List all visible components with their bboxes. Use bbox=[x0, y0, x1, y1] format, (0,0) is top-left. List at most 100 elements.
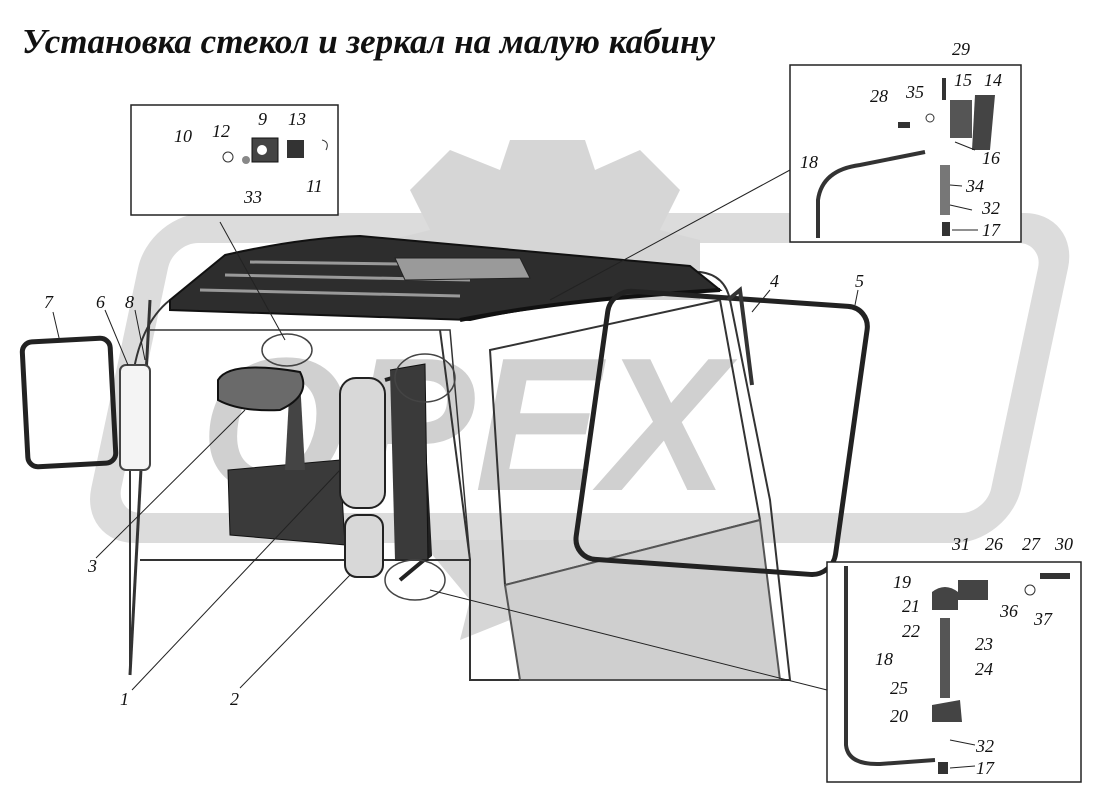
windshield-frame bbox=[150, 329, 471, 561]
side-glass bbox=[19, 335, 151, 471]
inset-top-left bbox=[130, 104, 339, 216]
inset-bottom-right bbox=[826, 561, 1082, 783]
bracket-15-part bbox=[950, 100, 972, 138]
inset-leaders bbox=[949, 141, 978, 769]
roof-rib-1 bbox=[199, 288, 461, 298]
leader-6 bbox=[104, 309, 129, 366]
label-14: 14 bbox=[984, 70, 1002, 90]
leader-4 bbox=[751, 289, 771, 313]
bracket-14-part bbox=[972, 95, 995, 150]
leader-1 bbox=[131, 469, 341, 691]
label-25: 25 bbox=[890, 678, 908, 698]
label-34: 34 bbox=[965, 176, 984, 196]
inset-top-right-frame bbox=[789, 64, 1022, 243]
clip-11-part bbox=[321, 139, 328, 151]
label-37: 37 bbox=[1033, 609, 1053, 629]
label-18-top: 18 bbox=[800, 152, 818, 172]
leader-16 bbox=[954, 141, 976, 151]
callout-circles bbox=[261, 333, 456, 601]
mirror-assembly bbox=[217, 363, 433, 582]
part-labels: 1 2 3 4 5 6 7 8 9 10 11 12 13 14 15 16 1… bbox=[44, 39, 1073, 778]
callout-circle-lower-mirror bbox=[384, 559, 446, 601]
bolt-29-part bbox=[942, 78, 946, 100]
leader-34 bbox=[949, 184, 963, 187]
cab-side-line bbox=[439, 329, 471, 561]
leader-32-top bbox=[949, 204, 973, 211]
label-1: 1 bbox=[120, 689, 129, 709]
diagram-title: Установка стекол и зеркал на малую кабин… bbox=[22, 22, 715, 61]
label-24: 24 bbox=[975, 659, 993, 679]
label-19: 19 bbox=[893, 572, 911, 592]
plate-13-part bbox=[287, 140, 304, 158]
main-mirror bbox=[339, 377, 386, 509]
label-9: 9 bbox=[258, 109, 267, 129]
washer-12-part bbox=[222, 151, 234, 163]
label-5: 5 bbox=[855, 271, 864, 291]
inset-top-right bbox=[789, 64, 1022, 243]
leader-3 bbox=[95, 409, 246, 559]
rod-24-part bbox=[940, 618, 950, 698]
label-7: 7 bbox=[44, 292, 54, 312]
door-lower-panel bbox=[503, 518, 782, 681]
label-10: 10 bbox=[174, 126, 192, 146]
label-28: 28 bbox=[870, 86, 888, 106]
label-15: 15 bbox=[954, 70, 972, 90]
leader-callout-top bbox=[219, 221, 286, 341]
leader-callout-lower bbox=[429, 589, 828, 691]
bracket-20-part bbox=[932, 700, 962, 722]
label-2: 2 bbox=[230, 689, 239, 709]
label-32-top: 32 bbox=[981, 198, 1000, 218]
leader-callout-right bbox=[549, 169, 791, 301]
label-18-lower: 18 bbox=[875, 649, 893, 669]
label-12: 12 bbox=[212, 121, 230, 141]
label-22: 22 bbox=[902, 621, 920, 641]
callout-circle-top-mirror bbox=[261, 333, 313, 367]
label-36: 36 bbox=[999, 601, 1018, 621]
hole-in-bracket-9 bbox=[257, 145, 267, 155]
label-23: 23 bbox=[975, 634, 993, 654]
cab-roof bbox=[169, 234, 723, 322]
callout-circle-mid-mirror bbox=[394, 353, 456, 403]
label-29: 29 bbox=[952, 39, 970, 59]
leader-lines bbox=[52, 169, 859, 691]
label-20: 20 bbox=[890, 706, 908, 726]
label-31: 31 bbox=[951, 534, 970, 554]
label-13: 13 bbox=[288, 109, 306, 129]
side-window-seal bbox=[19, 335, 119, 470]
leader-17-lower bbox=[949, 765, 976, 769]
side-window-glass bbox=[119, 364, 151, 471]
label-35: 35 bbox=[905, 82, 924, 102]
label-26: 26 bbox=[985, 534, 1003, 554]
bolt-28-part bbox=[898, 122, 910, 128]
washer-37-part bbox=[1024, 584, 1036, 596]
door-glass-guide bbox=[726, 286, 754, 386]
label-21: 21 bbox=[902, 596, 920, 616]
roof-hatch bbox=[394, 257, 531, 281]
label-3: 3 bbox=[87, 556, 97, 576]
label-17-lower: 17 bbox=[976, 758, 995, 778]
pin-17-part bbox=[942, 222, 950, 236]
front-mirror bbox=[217, 366, 305, 412]
washer-35-part bbox=[925, 113, 935, 123]
label-33: 33 bbox=[243, 187, 262, 207]
mirror-rod-bar bbox=[389, 363, 429, 561]
leader-2 bbox=[239, 574, 351, 689]
leader-7 bbox=[52, 311, 61, 343]
leader-32-lower bbox=[949, 739, 976, 746]
label-11: 11 bbox=[306, 176, 323, 196]
leader-5 bbox=[854, 289, 859, 306]
handrail-18-lower-part bbox=[844, 566, 936, 767]
label-30: 30 bbox=[1054, 534, 1073, 554]
bracket-19-part bbox=[932, 587, 958, 610]
label-32-lower: 32 bbox=[975, 736, 994, 756]
label-27: 27 bbox=[1022, 534, 1041, 554]
label-4: 4 bbox=[770, 271, 779, 291]
bracket-26-part bbox=[958, 580, 988, 600]
spring-part bbox=[940, 165, 950, 215]
mirror-mount-plate bbox=[227, 459, 346, 546]
washer-33-part bbox=[242, 156, 250, 164]
label-17-top: 17 bbox=[982, 220, 1001, 240]
leader-8 bbox=[134, 309, 146, 361]
cab-pillar bbox=[128, 299, 152, 676]
